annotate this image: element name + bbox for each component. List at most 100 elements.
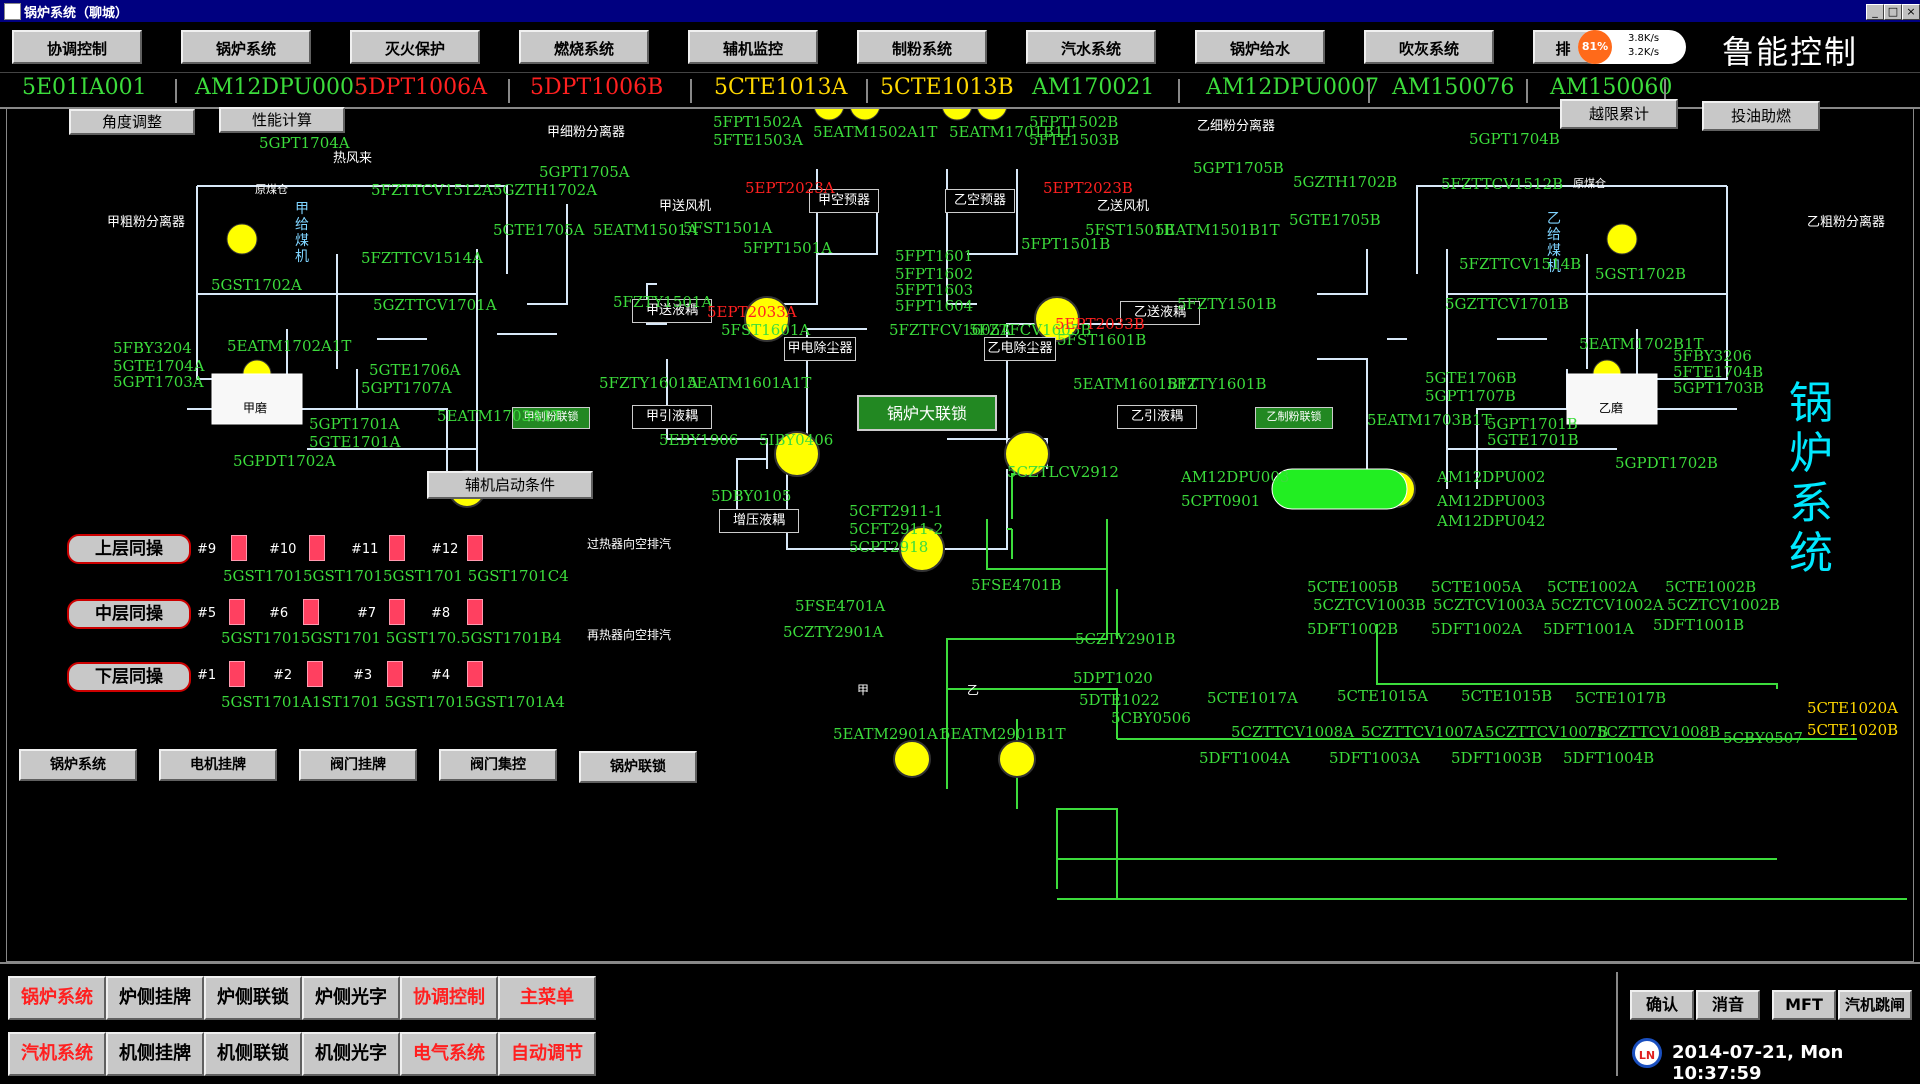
tag-label[interactable]: 5FPT1602 [895,265,974,283]
bottom-main-menu[interactable]: 主菜单 [498,976,596,1020]
tag-label[interactable]: 5CTE1017A [1207,689,1298,707]
alarm-tag[interactable]: 5EPT2023B [1043,179,1133,197]
tag-label[interactable]: 5CTE1002B [1665,578,1757,596]
tag-label[interactable]: 5FZTFCV1605A [889,321,1012,339]
tag-label[interactable]: 5EATM1502A1T [813,123,938,141]
mute-button[interactable]: 消音 [1696,990,1760,1020]
tag-label[interactable]: 5CPT0901 [1181,492,1261,510]
burner-valve[interactable] [389,535,405,561]
burner-valve[interactable] [467,599,483,625]
bottom-boiler-annunciator[interactable]: 炉侧光字 [302,976,400,1020]
tag-label[interactable]: AM12DPU002 [1437,468,1546,486]
tag-label[interactable]: 5CZTCV1003A [1433,596,1546,614]
tag-label[interactable]: 5CTE1002A [1547,578,1638,596]
bottom-electrical[interactable]: 电气系统 [400,1032,498,1076]
tag-label[interactable]: 5GPT1701B [1487,415,1578,433]
status-code[interactable]: 5DPT1006B [530,75,664,100]
status-code[interactable]: AM150060 [1550,75,1673,100]
bottom-turbine-tag[interactable]: 机侧挂牌 [106,1032,204,1076]
tag-label[interactable]: 5CZTTCV1008B [1597,723,1721,741]
status-code[interactable]: AM150076 [1392,75,1515,100]
tag-label[interactable]: 5FSE4701A [795,597,886,615]
tag-label[interactable]: 5CZTY2901A [783,623,884,641]
tag-label[interactable]: 5GZTH1702A [493,181,598,199]
tag-label[interactable]: 5EATM1702A1T [227,337,352,355]
bottom-coordination[interactable]: 协调控制 [400,976,498,1020]
maximize-button[interactable]: □ [1884,4,1902,20]
main-tab-valve-tag[interactable]: 阀门挂牌 [299,749,417,781]
main-tab-motor-tag[interactable]: 电机挂牌 [159,749,277,781]
tag-label[interactable]: 5FST1601A [721,321,811,339]
middle-sync-button[interactable]: 中层同操 [67,599,191,629]
minimize-button[interactable]: _ [1866,4,1884,20]
tag-label[interactable]: 5FPT1501B [1021,235,1111,253]
tag-label[interactable]: 5EBY1906 [659,431,739,449]
burner-valve[interactable] [307,661,323,687]
tag-label[interactable]: 5CZTTCV1007B [1485,723,1609,741]
tag-label[interactable]: 5CTE1005A [1431,578,1522,596]
burner-valve[interactable] [467,661,483,687]
tag-label[interactable]: 5GPT1707A [361,379,452,397]
bottom-boiler-interlock[interactable]: 炉侧联锁 [204,976,302,1020]
tag-label[interactable]: 5GPT1704A [259,134,350,152]
tag-label[interactable]: 5FBY3204 [113,339,192,357]
boiler-interlock-button[interactable]: 锅炉大联锁 [857,395,997,431]
tab-coordination[interactable]: 协调控制 [12,30,142,64]
burner-valve[interactable] [229,599,245,625]
b-mill-interlock[interactable]: 乙制粉联锁 [1255,407,1333,429]
status-code[interactable]: AM12DPU0005 [195,75,368,100]
burner-valve[interactable] [303,599,319,625]
yellow-tag[interactable]: 5CTE1020A [1807,699,1898,717]
tag-label[interactable]: 5EATM1601B1T [1073,375,1198,393]
mft-button[interactable]: MFT [1772,990,1836,1020]
a-induced-coupling[interactable]: 甲引液耦 [632,405,712,429]
tag-label[interactable]: 5FPT1604 [895,297,974,315]
tag-label[interactable]: 5GPT1703A [113,373,204,391]
tag-label[interactable]: 5FZTY1601B [1167,375,1267,393]
tab-combustion[interactable]: 燃烧系统 [519,30,649,64]
tag-label[interactable]: 5FPT1502A [713,113,803,131]
tab-pulverizing[interactable]: 制粉系统 [857,30,987,64]
tag-label[interactable]: 5FST1501B [1085,221,1175,239]
tag-label[interactable]: 5CBY0506 [1111,709,1191,727]
tag-label[interactable]: 5GPT1707B [1425,387,1516,405]
tag-label[interactable]: 5CFT2911-2 [849,520,944,538]
tag-label[interactable]: 5EATM1702B1T [1579,335,1704,353]
performance-calc-button[interactable]: 性能计算 [219,107,345,133]
tag-label[interactable]: 5DFT1004A [1199,749,1290,767]
a-esp[interactable]: 甲电除尘器 [784,337,856,361]
tag-label[interactable]: 5FZTTCV1512A [371,181,493,199]
tag-label[interactable]: 5CTE1015B [1461,687,1553,705]
tag-label[interactable]: 5GTE1705B [1289,211,1381,229]
tag-label[interactable]: 5GPT1705B [1193,159,1284,177]
tag-label[interactable]: 5CTE1005B [1307,578,1399,596]
yellow-tag[interactable]: 5CTE1020B [1807,721,1899,739]
alarm-tag[interactable]: 5EPT2033A [707,303,797,321]
tag-label[interactable]: 5EATM1703A1T [437,407,562,425]
tag-label[interactable]: 5GPDT1702A [233,452,336,470]
burner-valve[interactable] [389,599,405,625]
tag-label[interactable]: 5GST1702A [211,276,302,294]
tag-label[interactable]: 5DFT1002B [1307,620,1399,638]
tag-label[interactable]: 5FTE1704B [1673,363,1764,381]
tag-label[interactable]: 5GPT1703B [1673,379,1764,397]
confirm-button[interactable]: 确认 [1630,990,1694,1020]
tag-label[interactable]: 5CZTCV1002A [1551,596,1664,614]
tag-label[interactable]: 5CZTTCV1007A [1361,723,1485,741]
status-code[interactable]: 5CTE1013B [880,75,1014,100]
tag-label[interactable]: AM12DPU003 [1437,492,1546,510]
tag-label[interactable]: 5EATM1501A [593,221,698,239]
tag-label[interactable]: 5CTE1017B [1575,689,1667,707]
tag-label[interactable]: 5GZTTCV1701B [1445,295,1569,313]
burner-valve[interactable] [387,661,403,687]
status-code[interactable]: 5E01IA001 [22,75,147,100]
tag-label[interactable]: 5GTE1701B [1487,431,1579,449]
tag-label[interactable]: 5DFT1003A [1329,749,1420,767]
lower-sync-button[interactable]: 下层同操 [67,662,191,692]
tag-label[interactable]: 5GPT1704B [1469,130,1560,148]
oil-assist-button[interactable]: 投油助燃 [1702,101,1820,131]
main-tab-boiler-interlock[interactable]: 锅炉联锁 [579,751,697,783]
b-induced-coupling[interactable]: 乙引液耦 [1117,405,1197,429]
burner-valve[interactable] [309,535,325,561]
a-mill-interlock[interactable]: 甲制粉联锁 [512,407,590,429]
